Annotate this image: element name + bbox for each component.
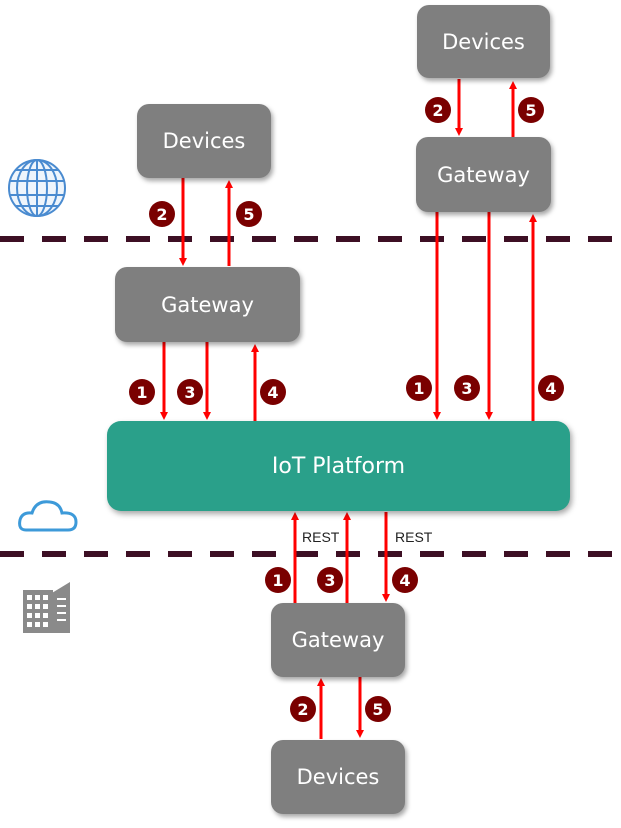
left-gateway-node[interactable]: Gateway <box>115 267 300 342</box>
node-label: Devices <box>296 765 380 789</box>
svg-text:5: 5 <box>525 101 536 120</box>
right-gateway-node[interactable]: Gateway <box>416 137 551 212</box>
step-badge: 3 <box>454 375 480 401</box>
node-label: Devices <box>162 129 246 153</box>
step-badge: 5 <box>518 97 544 123</box>
cloud-icon <box>18 500 78 532</box>
step-badge: 1 <box>129 379 155 405</box>
node-label: Devices <box>442 29 525 54</box>
globe-icon <box>8 159 66 217</box>
rest-label-left: REST <box>302 529 340 545</box>
svg-text:1: 1 <box>413 379 424 398</box>
step-badge: 1 <box>406 375 432 401</box>
step-badge: 2 <box>149 201 175 227</box>
svg-text:2: 2 <box>297 700 308 719</box>
step-badge: 2 <box>290 696 316 722</box>
left-devices-node[interactable]: Devices <box>137 104 271 178</box>
svg-text:4: 4 <box>267 383 278 402</box>
iot-platform-node[interactable]: IoT Platform <box>107 421 570 511</box>
svg-text:1: 1 <box>272 571 283 590</box>
step-badge: 3 <box>317 567 343 593</box>
svg-text:5: 5 <box>372 700 383 719</box>
svg-text:2: 2 <box>156 205 167 224</box>
node-label: Gateway <box>291 628 385 652</box>
svg-text:3: 3 <box>324 571 335 590</box>
svg-text:4: 4 <box>545 379 556 398</box>
step-badge: 5 <box>365 696 391 722</box>
svg-text:3: 3 <box>461 379 472 398</box>
building-icon <box>23 582 70 633</box>
node-label: Gateway <box>161 292 254 317</box>
svg-text:4: 4 <box>399 571 410 590</box>
step-badge: 3 <box>177 379 203 405</box>
svg-text:3: 3 <box>184 383 195 402</box>
step-badge: 5 <box>236 201 262 227</box>
step-badge: 2 <box>425 97 451 123</box>
svg-text:5: 5 <box>243 205 254 224</box>
step-badge: 1 <box>265 567 291 593</box>
rest-label-right: REST <box>395 529 433 545</box>
step-badge: 4 <box>260 379 286 405</box>
right-devices-node[interactable]: Devices <box>417 5 550 78</box>
step-badge: 4 <box>538 375 564 401</box>
bottom-gateway-node[interactable]: Gateway <box>271 603 405 677</box>
bottom-devices-node[interactable]: Devices <box>271 740 405 814</box>
step-badge: 4 <box>392 567 418 593</box>
svg-text:1: 1 <box>136 383 147 402</box>
node-label: Gateway <box>437 162 530 187</box>
node-label: IoT Platform <box>271 453 406 479</box>
svg-text:2: 2 <box>432 101 443 120</box>
